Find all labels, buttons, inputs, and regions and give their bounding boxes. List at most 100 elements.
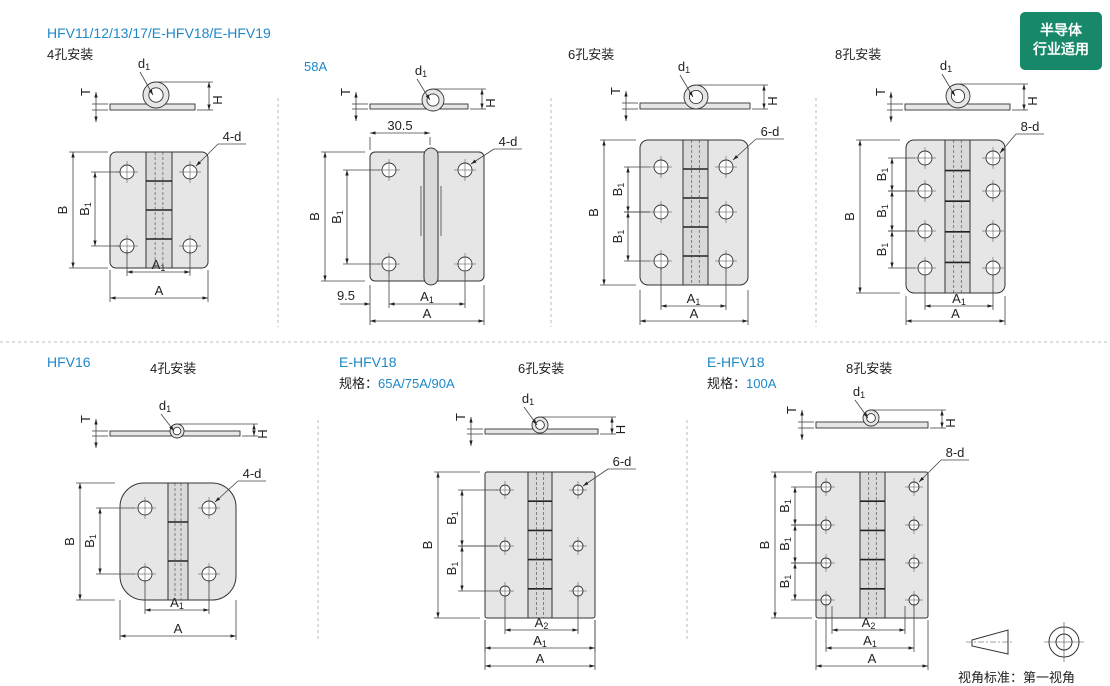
dimension-label-d1: d1 (159, 398, 171, 414)
subscript: 1 (450, 562, 460, 567)
dimension-label-holes6: 6-d (613, 454, 632, 469)
subscript: 1 (179, 601, 184, 611)
hinge-knuckle (167, 482, 189, 601)
side-view-leaf (369, 103, 469, 110)
hinge-knuckle (527, 471, 553, 619)
dimension-label-t: T (784, 406, 799, 414)
spec-label: 规格： (339, 376, 379, 391)
spec-label: 规格： (707, 376, 747, 391)
dimension-label-t: T (338, 88, 353, 96)
dimension-label-h: H (943, 418, 958, 427)
line (732, 138, 757, 161)
pin-hole (866, 413, 876, 423)
dimension-label-h: H (1025, 96, 1040, 105)
projection-trapezoid-icon (971, 629, 1009, 655)
line (195, 143, 219, 167)
line (679, 74, 694, 98)
pin-hole (535, 420, 545, 430)
dimension-label-d1: d1 (138, 56, 150, 72)
dimension-label-a: A (690, 306, 699, 321)
dimension-label-holes8: 8-d (946, 445, 965, 460)
dimension-label-a: A (423, 306, 432, 321)
badge-line-2: 行业适用 (1033, 41, 1089, 57)
subscript: 1 (616, 183, 626, 188)
dimension-label-b1: B1 (874, 168, 890, 182)
line (918, 459, 942, 483)
line (582, 468, 609, 487)
subscript: 1 (160, 263, 165, 273)
subscript: 1 (616, 230, 626, 235)
dimension-label-b1: B1 (610, 230, 626, 244)
subscript: 1 (685, 65, 690, 75)
subscript: 1 (783, 575, 793, 580)
subscript: 1 (88, 534, 98, 539)
ehfv18-b-eight-hole-label: 8孔安装 (846, 361, 893, 376)
dimension-label-b: B (586, 208, 601, 217)
hinge-knuckle (682, 139, 709, 286)
dimension-label-a: A (174, 621, 183, 636)
dimension-label-b1: B1 (777, 499, 793, 513)
dimension-label-a: A (536, 651, 545, 666)
dimension-label-b1: B1 (82, 534, 98, 548)
dimension-label-h: H (483, 98, 498, 107)
line (214, 480, 239, 503)
subscript: 1 (872, 639, 877, 649)
subscript: 1 (166, 404, 171, 414)
subscript: 1 (422, 69, 427, 79)
dimension-label-b: B (307, 212, 322, 221)
dimension-label-a1: A1 (863, 633, 877, 649)
ehfv18-b-title: E-HFV18 (707, 354, 765, 370)
dimension-label-d1: d1 (940, 58, 952, 74)
dimension-label-dim-9_5: 9.5 (337, 288, 355, 303)
hfv16-title: HFV16 (47, 354, 91, 370)
dimension-label-b1: B1 (777, 537, 793, 551)
subscript: 1 (542, 639, 547, 649)
dimension-label-b: B (757, 541, 772, 550)
dimension-label-dim-30_5: 30.5 (387, 118, 412, 133)
pin-hole (950, 88, 966, 104)
subscript: 1 (860, 390, 865, 400)
dimension-label-holes4: 4-d (499, 134, 518, 149)
hfv16-four-hole-label: 4孔安装 (150, 361, 197, 376)
dimension-label-b: B (55, 206, 70, 215)
ehfv18-a-title: E-HFV18 (339, 354, 397, 370)
dimension-label-t: T (608, 87, 623, 95)
dimension-label-b1: B1 (329, 210, 345, 224)
dimension-label-holes8: 8-d (1021, 119, 1040, 134)
line (160, 413, 175, 432)
six-hole-label: 6孔安装 (568, 47, 615, 62)
dimension-label-b: B (420, 541, 435, 550)
dimension-label-d1: d1 (678, 59, 690, 75)
line (470, 148, 495, 165)
subscript: 1 (83, 202, 93, 207)
subscript: 1 (880, 243, 890, 248)
dimension-label-b1: B1 (874, 204, 890, 218)
dimension-label-a1: A1 (420, 289, 434, 305)
hinge-knuckle (859, 471, 886, 619)
line (941, 73, 956, 97)
ehfv18-a-spec: 规格：65A/75A/90A (339, 373, 455, 392)
dimension-label-h: H (765, 96, 780, 105)
dimension-label-holes4: 4-d (243, 466, 262, 481)
dimension-label-b1: B1 (610, 183, 626, 197)
subscript: 1 (880, 204, 890, 209)
dimension-label-d1: d1 (522, 391, 534, 407)
badge-line-1: 半导体 (1040, 22, 1082, 38)
subscript: 1 (961, 297, 966, 307)
ehfv18-b-spec: 规格：100A (707, 373, 776, 392)
subscript: 1 (429, 295, 434, 305)
subscript: 1 (880, 168, 890, 173)
line (416, 78, 431, 101)
line (854, 399, 869, 419)
subscript: 1 (145, 62, 150, 72)
hinge-pin (423, 147, 439, 286)
dimension-label-d1: d1 (415, 63, 427, 79)
dimension-label-a: A (155, 283, 164, 298)
dimension-label-b1: B1 (444, 562, 460, 576)
subscript: 1 (783, 499, 793, 504)
pin-hole (172, 426, 182, 436)
dimension-label-b: B (62, 537, 77, 546)
dimension-label-h: H (613, 425, 628, 434)
